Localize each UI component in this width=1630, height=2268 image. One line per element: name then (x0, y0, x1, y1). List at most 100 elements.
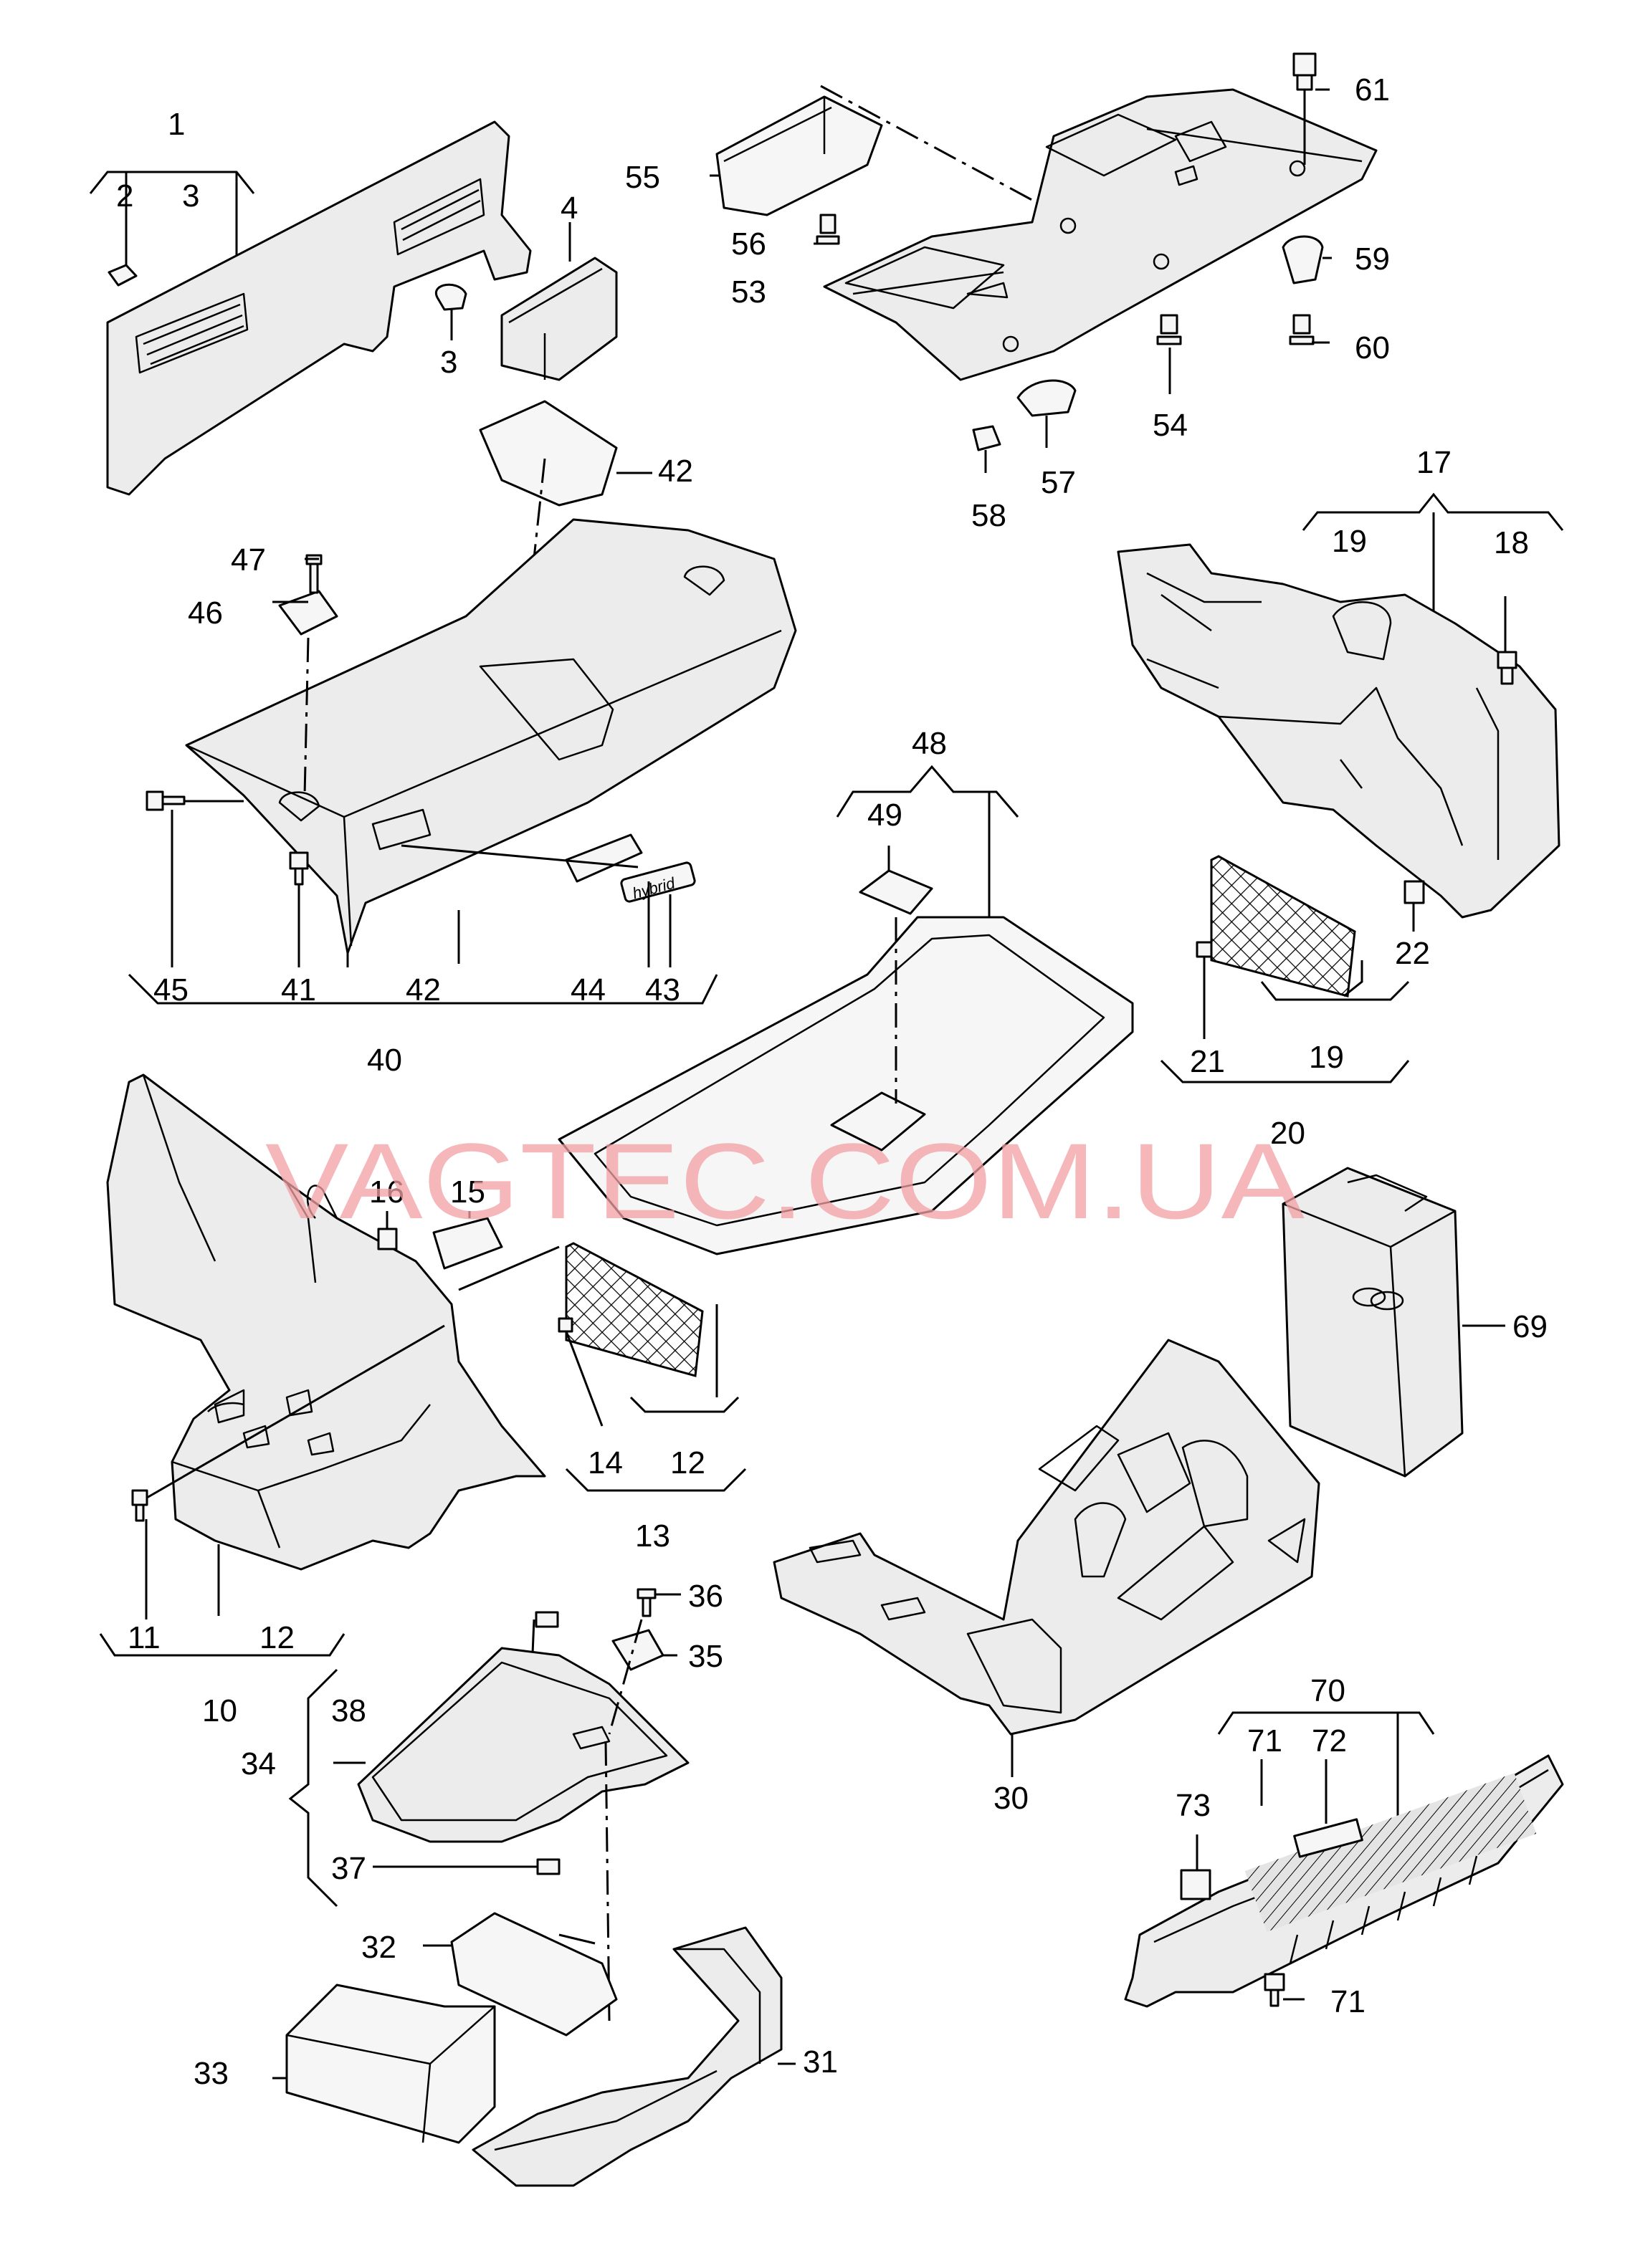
handle-recess (830, 1091, 926, 1152)
callout-53: 53 (731, 274, 766, 310)
callout-37: 37 (331, 1851, 366, 1886)
callout-43: 43 (645, 972, 680, 1008)
clip-21 (1196, 941, 1213, 958)
clip-58 (972, 425, 1001, 451)
callout-35: 35 (688, 1639, 723, 1674)
push-nut-61 (1292, 52, 1317, 91)
panel-cover-4 (500, 257, 618, 381)
callout-47: 47 (231, 542, 266, 578)
callout-73: 73 (1176, 1788, 1211, 1823)
hook-59 (1282, 235, 1324, 284)
floor-cover-group: 48 49 (558, 726, 1134, 1255)
bracket-46 (278, 590, 338, 636)
washer-38 (535, 1611, 559, 1628)
hybrid-badge-43 (620, 861, 696, 903)
screw-18 (1497, 651, 1517, 685)
callout-2: 2 (116, 178, 133, 214)
callout-33: 33 (194, 2056, 229, 2091)
callout-3: 3 (440, 345, 457, 380)
left-side-trim-group: 16 15 14 12 13 11 12 10 (99, 1073, 747, 1728)
left-side-trim-10 (106, 1073, 546, 1571)
cargo-net-19 (1210, 855, 1356, 997)
callout-4: 4 (561, 191, 578, 226)
callout-58: 58 (971, 498, 1006, 533)
callout-3: 3 (182, 178, 199, 214)
tool-tray-30 (773, 1339, 1320, 1736)
clip-22 (1403, 880, 1425, 904)
callout-40: 40 (367, 1043, 402, 1078)
bolt-54 (1156, 314, 1182, 345)
callout-71: 71 (1247, 1723, 1282, 1759)
floor-cover-48 (558, 916, 1134, 1255)
callout-17: 17 (1416, 445, 1452, 480)
right-side-trim-17 (1117, 543, 1560, 919)
callout-30: 30 (993, 1781, 1029, 1816)
handle-recess-49 (859, 869, 933, 915)
callout-42: 42 (658, 454, 693, 489)
clip-44 (565, 833, 643, 883)
rear-trim-panel-40 (185, 518, 797, 954)
callout-18: 18 (1494, 525, 1529, 560)
clip-2 (108, 264, 138, 287)
callout-49: 49 (867, 798, 902, 833)
clip-73 (1180, 1869, 1211, 1900)
bolt-45 (146, 790, 186, 811)
callout-42: 42 (406, 972, 441, 1008)
sill-trim-group: 70 71 72 73 71 (1124, 1673, 1564, 2019)
side-trim-panel (106, 120, 532, 496)
clip-36 (637, 1588, 657, 1617)
floor-well-cover-group: 36 35 38 34 37 32 33 31 (194, 1579, 838, 2187)
callout-41: 41 (281, 972, 316, 1008)
emblem-72 (1293, 1818, 1363, 1858)
callout-54: 54 (1153, 408, 1188, 443)
hook-57 (1016, 379, 1077, 417)
callout-44: 44 (571, 972, 606, 1008)
right-side-trim-group: 17 19 18 22 21 19 20 (1117, 445, 1564, 1151)
clip-16 (377, 1228, 398, 1250)
cover-55 (715, 95, 883, 216)
callout-22: 22 (1395, 936, 1430, 971)
fastener-56 (816, 214, 840, 245)
callout-69: 69 (1512, 1309, 1548, 1344)
callout-20: 20 (1270, 1116, 1305, 1151)
floor-well-insert-31 (472, 1926, 783, 2187)
callout-61: 61 (1355, 72, 1390, 107)
rear-trim-panel-group: hybrid 42 47 46 45 41 42 44 43 40 (128, 400, 797, 1078)
bolt-60 (1289, 314, 1315, 345)
side-trim-panel-group: 1 2 3 3 4 (89, 107, 618, 496)
callout-16: 16 (369, 1174, 404, 1210)
foam-block-32 (450, 1912, 618, 2037)
callout-11: 11 (128, 1620, 161, 1655)
callout-32: 32 (361, 1930, 396, 1965)
callout-31: 31 (803, 2044, 838, 2080)
clip-3 (434, 283, 467, 311)
screw-47 (305, 554, 323, 594)
callout-55: 55 (625, 160, 660, 195)
foam-block-33 (285, 1984, 496, 2144)
callout-34: 34 (241, 1746, 276, 1781)
callout-19: 19 (1332, 524, 1367, 559)
floor-panel-53 (823, 88, 1378, 381)
callout-57: 57 (1041, 465, 1076, 500)
floor-panel-group: 55 56 53 54 57 58 61 59 60 (625, 52, 1390, 533)
callout-38: 38 (331, 1693, 366, 1728)
callout-12: 12 (259, 1620, 295, 1655)
cargo-net-12 (565, 1242, 704, 1377)
storage-bag-69 (1282, 1167, 1464, 1478)
callout-15: 15 (450, 1174, 485, 1210)
callout-71: 71 (1330, 1984, 1366, 2019)
callout-14: 14 (588, 1445, 623, 1480)
tool-tray-group: 30 (773, 1339, 1320, 1816)
callout-70: 70 (1310, 1673, 1345, 1708)
washer-37 (536, 1858, 561, 1875)
cover-42-top (479, 400, 618, 507)
cable-holder-15 (432, 1217, 503, 1270)
callout-19: 19 (1309, 1040, 1344, 1075)
callout-45: 45 (153, 972, 189, 1008)
callout-1: 1 (168, 107, 185, 142)
storage-bag-group: 69 (1282, 1167, 1548, 1478)
callout-56: 56 (731, 226, 766, 262)
clip-41 (289, 851, 309, 886)
callout-46: 46 (188, 595, 223, 631)
